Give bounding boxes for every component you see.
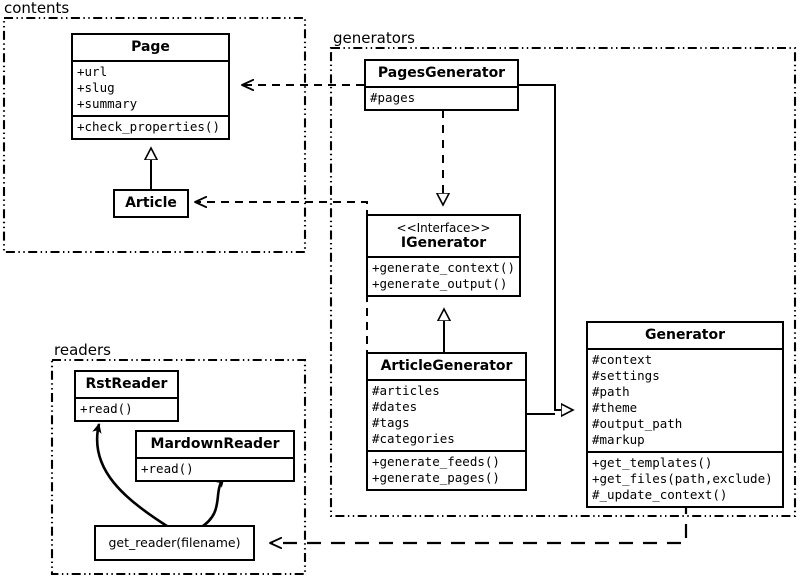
attribute-item: #path bbox=[592, 384, 630, 399]
class-box-mardownreader[interactable]: MardownReader +read() bbox=[135, 430, 295, 482]
class-methods-mardownreader: +read() bbox=[137, 457, 293, 480]
class-box-articlegenerator[interactable]: ArticleGenerator #articles #dates #tags … bbox=[366, 352, 527, 491]
method-item: +check_properties() bbox=[77, 119, 220, 134]
class-name-pagesgenerator: PagesGenerator bbox=[377, 65, 506, 81]
method-item: +read() bbox=[80, 401, 133, 416]
method-item: +generate_pages() bbox=[372, 470, 500, 485]
attribute-item: +summary bbox=[77, 96, 138, 111]
class-box-rstreader[interactable]: RstReader +read() bbox=[74, 370, 179, 422]
class-box-igenerator[interactable]: <<Interface>> IGenerator +generate_conte… bbox=[366, 214, 521, 297]
class-box-page[interactable]: Page +url +slug +summary +check_properti… bbox=[71, 33, 230, 140]
class-methods-rstreader: +read() bbox=[76, 397, 177, 420]
class-name-page: Page bbox=[131, 39, 170, 55]
class-attributes-generator: #context #settings #path #theme #output_… bbox=[588, 348, 782, 451]
method-item: +read() bbox=[141, 461, 194, 476]
class-methods-generator: +get_templates() +get_files(path,exclude… bbox=[588, 451, 782, 506]
class-name-generator: Generator bbox=[644, 327, 725, 343]
attribute-item: #output_path bbox=[592, 416, 683, 431]
function-box-get-reader[interactable]: get_reader(filename) bbox=[94, 525, 255, 561]
method-item: #_update_context() bbox=[592, 487, 728, 502]
method-item: +generate_output() bbox=[372, 276, 508, 291]
connector-pagesgenerator-to-generator bbox=[519, 84, 573, 410]
attribute-item: +slug bbox=[77, 80, 115, 95]
class-name-mardownreader: MardownReader bbox=[150, 436, 280, 452]
class-box-generator[interactable]: Generator #context #settings #path #them… bbox=[586, 321, 784, 508]
class-name-articlegenerator: ArticleGenerator bbox=[380, 358, 513, 374]
class-name-label: IGenerator bbox=[400, 235, 487, 251]
class-attributes-articlegenerator: #articles #dates #tags #categories bbox=[368, 379, 525, 450]
connector-generator-to-getreader bbox=[270, 500, 688, 543]
connector-getreader-to-mardownreader bbox=[199, 477, 226, 530]
package-border-generators bbox=[329, 46, 797, 518]
package-border-readers bbox=[50, 358, 307, 576]
attribute-item: #dates bbox=[372, 399, 418, 414]
class-box-article[interactable]: Article bbox=[113, 189, 189, 218]
class-name-rstreader: RstReader bbox=[85, 376, 168, 392]
class-methods-igenerator: +generate_context() +generate_output() bbox=[368, 256, 519, 295]
attribute-item: #settings bbox=[592, 368, 660, 383]
attribute-item: +url bbox=[77, 64, 108, 79]
attribute-item: #markup bbox=[592, 432, 645, 447]
package-label-generators: generators bbox=[331, 29, 417, 47]
class-attributes-page: +url +slug +summary bbox=[73, 60, 228, 115]
attribute-item: #context bbox=[592, 352, 653, 367]
method-item: +get_files(path,exclude) bbox=[592, 471, 773, 486]
class-stereotype-igenerator: <<Interface>> bbox=[396, 221, 491, 235]
class-methods-articlegenerator: +generate_feeds() +generate_pages() bbox=[368, 450, 525, 489]
class-methods-page: +check_properties() bbox=[73, 115, 228, 138]
attribute-item: #tags bbox=[372, 415, 410, 430]
class-name-igenerator: <<Interface>> IGenerator bbox=[368, 216, 519, 256]
attribute-item: #categories bbox=[372, 431, 455, 446]
attribute-item: #pages bbox=[370, 90, 416, 105]
class-attributes-pagesgenerator: #pages bbox=[366, 86, 517, 109]
connector-getreader-to-rstreader bbox=[92, 423, 171, 530]
connector-articlegenerator-to-article bbox=[195, 202, 368, 414]
method-item: +generate_context() bbox=[372, 260, 515, 275]
method-item: +get_templates() bbox=[592, 455, 713, 470]
package-label-readers: readers bbox=[52, 341, 113, 359]
method-item: +generate_feeds() bbox=[372, 454, 500, 469]
class-box-pagesgenerator[interactable]: PagesGenerator #pages bbox=[364, 59, 519, 111]
attribute-item: #articles bbox=[372, 383, 440, 398]
function-name-get-reader: get_reader(filename) bbox=[108, 535, 241, 550]
package-label-contents: contents bbox=[2, 0, 72, 17]
attribute-item: #theme bbox=[592, 400, 638, 415]
class-name-article: Article bbox=[125, 195, 177, 211]
